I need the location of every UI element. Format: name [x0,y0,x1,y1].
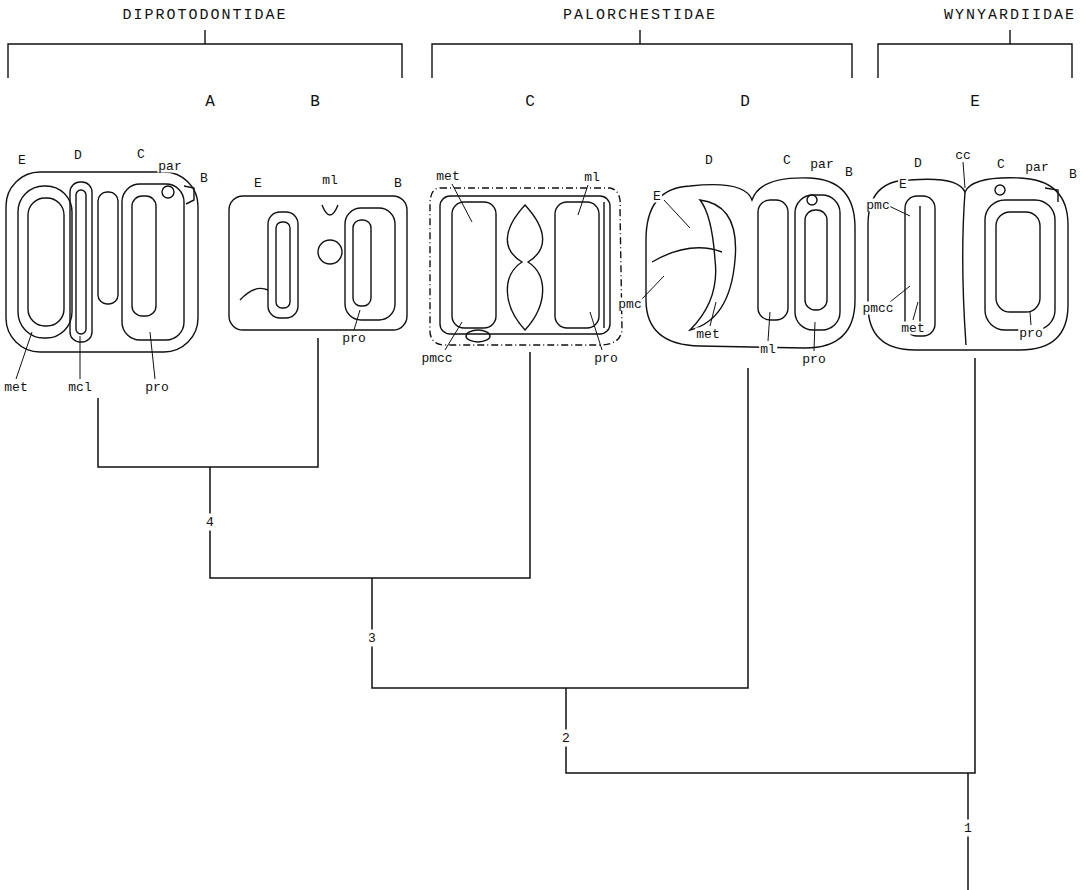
family-bracket [878,30,1072,78]
cusp-label: pmcc [420,352,453,365]
cusp-label: D [704,154,714,167]
tooth-drawing [6,172,198,352]
leader-line [16,162,1031,379]
specimen-letter: C [524,94,536,110]
cusp-label: mcl [67,381,92,394]
cusp-label: C [782,154,792,167]
cusp-label: pro [1018,327,1043,340]
cusp-label: B [393,177,403,190]
cusp-label: pro [144,381,169,394]
node-number: 2 [559,730,573,747]
cusp-label: B [199,172,209,185]
cusp-label: pmc [865,199,890,212]
specimen-letter: B [309,94,321,110]
cusp-label: C [136,148,146,161]
cusp-label: par [157,160,182,173]
cusp-label: ml [321,174,339,187]
node-number: 1 [961,820,975,837]
cusp-label: met [900,322,925,335]
cusp-label: par [809,158,834,171]
tooth-drawing [229,196,407,330]
tooth-drawing [646,178,855,348]
node-number: 4 [203,514,217,531]
cusp-label: pro [341,332,366,345]
specimen-letter: D [739,94,751,110]
family-bracket [8,30,402,78]
cusp-label: D [73,149,83,162]
cladogram-line [98,338,975,890]
cusp-label: E [898,178,908,191]
cusp-label: B [1068,168,1078,181]
specimen-letter: E [969,94,981,110]
cusp-label: E [17,154,27,167]
cusp-label: cc [954,149,972,162]
family-bracket [432,30,852,78]
cusp-label: pro [801,353,826,366]
cusp-label: pmcc [861,302,894,315]
cusp-label: E [253,177,263,190]
cusp-label: D [913,157,923,170]
cusp-label: B [844,166,854,179]
cusp-label: ml [583,171,601,184]
cusp-label: C [996,158,1006,171]
cusp-label: met [435,170,460,183]
specimen-letter: A [204,94,216,110]
cusp-label: E [652,190,662,203]
cusp-label: ml [759,343,777,356]
cusp-label: met [3,381,28,394]
cusp-label: par [1024,161,1049,174]
family-name: PALORCHESTIDAE [559,8,721,23]
cusp-label: pro [593,352,618,365]
cusp-label: met [695,328,720,341]
family-name: WYNYARDIIDAE [940,8,1080,23]
node-number: 3 [365,630,379,647]
tooth-drawing [868,178,1068,350]
cusp-label: pmc [617,298,642,311]
family-name: DIPROTODONTIDAE [118,8,291,23]
